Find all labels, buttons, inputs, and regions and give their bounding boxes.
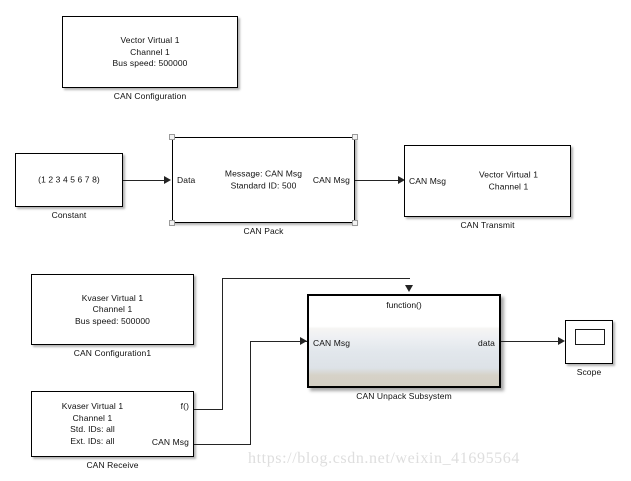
- port-can-pack-msg-out: CAN Msg: [312, 175, 350, 185]
- signal-canmsg-h2: [250, 341, 307, 342]
- label-can-transmit: CAN Transmit: [460, 220, 515, 230]
- port-subsystem-data-out: data: [478, 338, 495, 348]
- label-constant: Constant: [51, 210, 87, 220]
- block-can-configuration-body: Vector Virtual 1 Channel 1 Bus speed: 50…: [63, 17, 237, 87]
- selection-handle-top-left[interactable]: [169, 134, 175, 140]
- signal-subsystem-to-scope: [501, 341, 561, 342]
- label-can-configuration1: CAN Configuration1: [73, 348, 152, 358]
- text-line: Channel 1: [130, 46, 170, 57]
- block-can-transmit-text: Vector Virtual 1 Channel 1: [447, 170, 570, 193]
- text-line: Ext. IDs: all: [70, 435, 115, 446]
- block-can-receive[interactable]: f() CAN Msg Kvaser Virtual 1 Channel 1 S…: [31, 391, 194, 457]
- port-can-pack-data-in: Data: [177, 175, 196, 185]
- label-can-unpack-subsystem: CAN Unpack Subsystem: [356, 391, 452, 401]
- block-can-receive-body: f() CAN Msg Kvaser Virtual 1 Channel 1 S…: [32, 392, 193, 456]
- block-can-configuration1-text: Kvaser Virtual 1 Channel 1 Bus speed: 50…: [32, 292, 193, 327]
- selection-handle-bottom-right[interactable]: [352, 220, 358, 226]
- block-can-configuration1-body: Kvaser Virtual 1 Channel 1 Bus speed: 50…: [32, 275, 193, 344]
- text-line: Vector Virtual 1: [478, 169, 539, 180]
- watermark-url: https://blog.csdn.net/weixin_41695564: [248, 450, 520, 467]
- block-constant-text: (1 2 3 4 5 6 7 8): [16, 174, 122, 186]
- signal-trigger-v: [222, 278, 223, 409]
- block-can-configuration[interactable]: Vector Virtual 1 Channel 1 Bus speed: 50…: [62, 16, 238, 88]
- port-can-receive-msg-out: CAN Msg: [151, 437, 189, 447]
- label-can-receive: CAN Receive: [86, 460, 139, 470]
- text-line: Bus speed: 500000: [112, 57, 188, 68]
- selection-handle-bottom-left[interactable]: [169, 220, 175, 226]
- text-line: Vector Virtual 1: [120, 34, 180, 45]
- label-can-pack: CAN Pack: [243, 226, 284, 236]
- arrow-scope-in: [558, 337, 565, 345]
- block-can-unpack-subsystem-body: function() CAN Msg data: [309, 296, 499, 386]
- block-can-configuration-text: Vector Virtual 1 Channel 1 Bus speed: 50…: [63, 35, 237, 70]
- signal-trigger-h2: [222, 278, 410, 279]
- block-can-pack[interactable]: Data CAN Msg Message: CAN Msg Standard I…: [172, 137, 355, 223]
- scope-screen-icon: [575, 329, 605, 345]
- text-line: Bus speed: 500000: [75, 315, 150, 326]
- text-line: Channel 1: [92, 303, 133, 314]
- signal-canmsg-v: [250, 341, 251, 445]
- block-can-pack-body: Data CAN Msg Message: CAN Msg Standard I…: [173, 138, 354, 222]
- block-can-receive-text: Kvaser Virtual 1 Channel 1 Std. IDs: all…: [32, 401, 153, 447]
- signal-canmsg-h1: [194, 444, 251, 445]
- block-can-transmit-body: CAN Msg Vector Virtual 1 Channel 1: [405, 146, 570, 216]
- text-line: Channel 1: [72, 412, 113, 423]
- selection-handle-top-right[interactable]: [352, 134, 358, 140]
- text-line: Std. IDs: all: [70, 424, 115, 434]
- text-line: Channel 1: [488, 181, 529, 191]
- port-subsystem-canmsg-in: CAN Msg: [313, 338, 351, 348]
- text-line: (1 2 3 4 5 6 7 8): [38, 174, 100, 185]
- block-scope[interactable]: [565, 320, 613, 364]
- arrow-subsystem-canmsg-in: [300, 337, 307, 345]
- block-can-transmit[interactable]: CAN Msg Vector Virtual 1 Channel 1: [404, 145, 571, 217]
- block-scope-body: [566, 321, 612, 363]
- signal-constant-to-canpack: [123, 180, 165, 181]
- arrow-canpack-data-in: [164, 176, 171, 184]
- text-line: Message: CAN Msg: [224, 168, 303, 179]
- text-line: Kvaser Virtual 1: [81, 292, 144, 303]
- label-scope: Scope: [576, 367, 602, 377]
- text-line: Kvaser Virtual 1: [61, 401, 124, 411]
- arrow-subsystem-trigger-in: [405, 285, 413, 292]
- arrow-cantransmit-in: [398, 176, 405, 184]
- block-constant-body: (1 2 3 4 5 6 7 8): [16, 154, 122, 206]
- signal-trigger-h1: [194, 409, 223, 410]
- block-can-unpack-subsystem[interactable]: function() CAN Msg data: [307, 294, 501, 388]
- port-can-transmit-msg-in: CAN Msg: [409, 176, 447, 186]
- block-can-pack-text: Message: CAN Msg Standard ID: 500: [173, 169, 354, 192]
- subsystem-trigger-label: function(): [386, 300, 422, 310]
- label-can-configuration: CAN Configuration: [113, 91, 187, 101]
- block-can-configuration1[interactable]: Kvaser Virtual 1 Channel 1 Bus speed: 50…: [31, 274, 194, 345]
- block-constant[interactable]: (1 2 3 4 5 6 7 8): [15, 153, 123, 207]
- port-can-receive-trigger-out: f(): [180, 401, 189, 411]
- text-line: Standard ID: 500: [230, 180, 297, 190]
- signal-canpack-to-cantransmit: [355, 180, 399, 181]
